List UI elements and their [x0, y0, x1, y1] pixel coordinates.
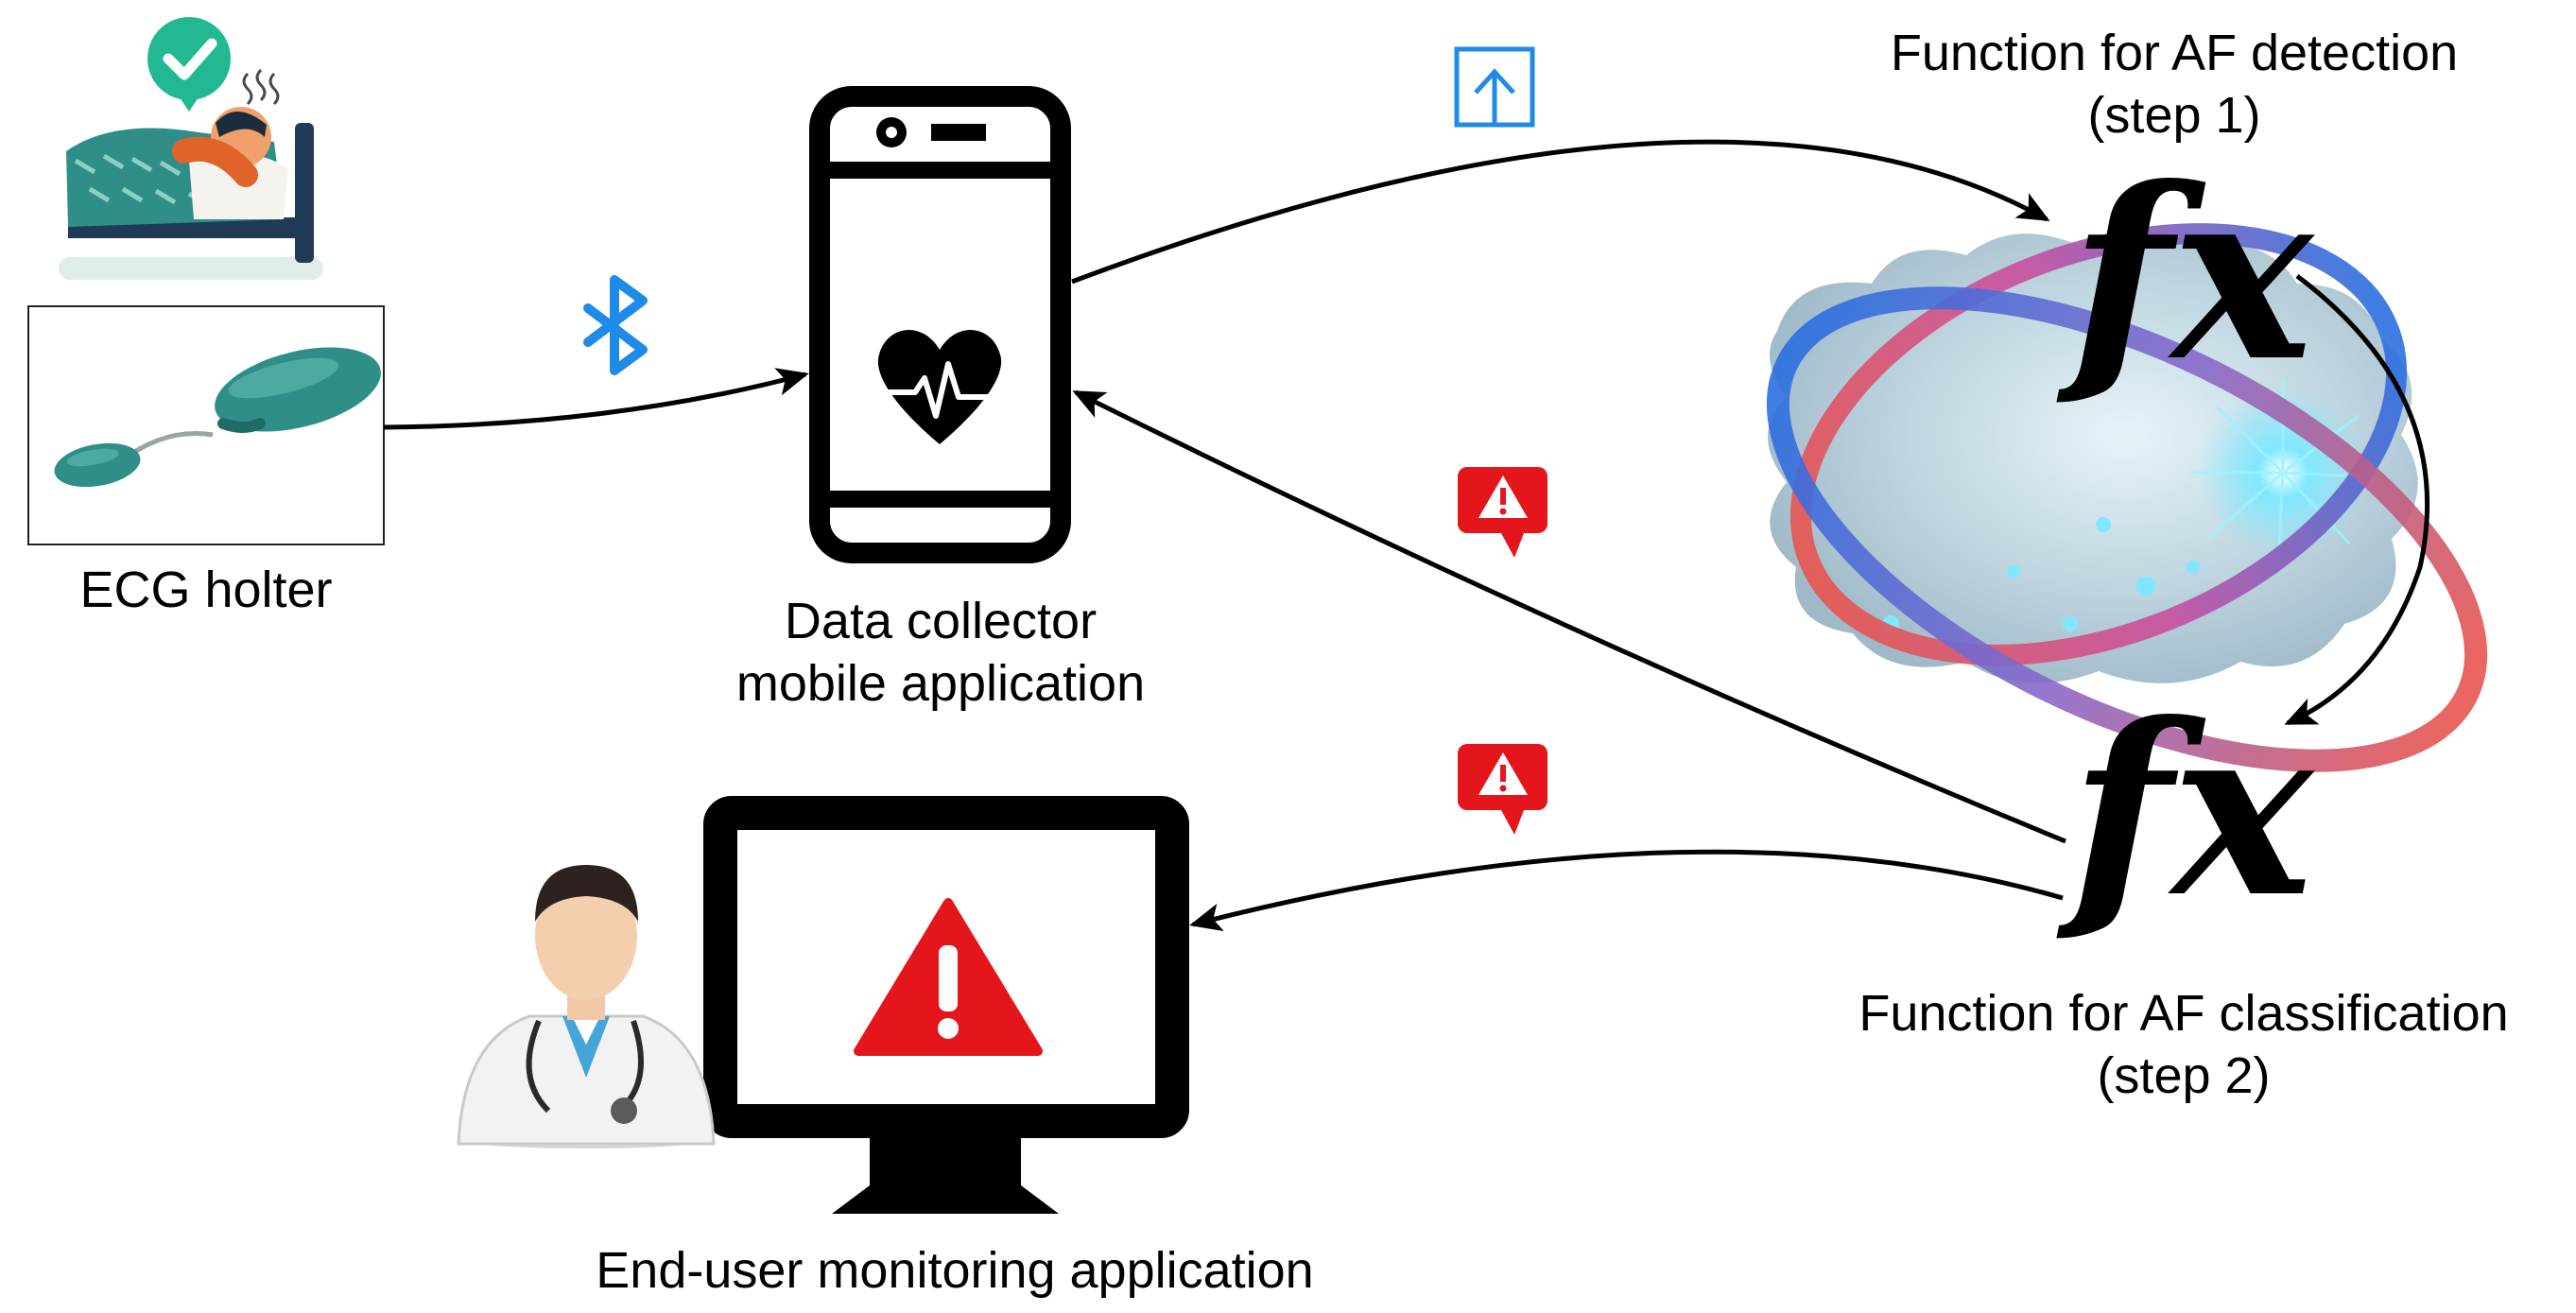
arrow-detection-to-classification: [2284, 274, 2430, 726]
end-user-label-text: End-user monitoring application: [596, 1242, 1314, 1299]
bluetooth-icon: [583, 275, 648, 375]
arrow-phone-to-detection: [1071, 139, 2050, 285]
ecg-holter-label-text: ECG holter: [79, 561, 333, 618]
patient-in-bed-icon: [59, 107, 323, 280]
check-badge-icon: [147, 17, 231, 112]
fx-detection-symbol: fx: [2056, 135, 2316, 413]
orbit-rings: [1766, 223, 2488, 772]
fx-classification-symbol: fx: [2056, 671, 2316, 949]
end-user-label: End-user monitoring application: [510, 1240, 1399, 1303]
af-classification-label-line1: Function for AF classification: [1859, 985, 2509, 1042]
af-detection-label: Function for AF detection (step 1): [1806, 23, 2543, 147]
data-collector-label: Data collector mobile application: [662, 591, 1219, 716]
warning-triangle-icon: [854, 898, 1043, 1056]
arrow-classification-to-phone: [1072, 389, 2066, 844]
af-classification-label: Function for AF classification (step 2): [1796, 983, 2571, 1108]
data-collector-label-line1: Data collector: [784, 593, 1098, 649]
heart-ecg-icon: [877, 330, 1002, 444]
af-classification-label-line2: (step 2): [2097, 1046, 2271, 1104]
af-detection-label-line2: (step 1): [2087, 86, 2261, 144]
doctor-icon: [457, 865, 716, 1149]
ecg-holter-label: ECG holter: [28, 560, 384, 622]
smartphone-icon: [809, 86, 1071, 563]
arrow-classification-to-monitor: [1189, 849, 2064, 932]
data-collector-label-line2: mobile application: [735, 654, 1146, 712]
ecg-holter-device-icon: [27, 305, 385, 545]
monitor-icon: [703, 796, 1189, 1214]
alert-message-icon: [1458, 744, 1547, 835]
alert-message-icon: [1458, 467, 1547, 558]
sleep-steam-icon: [242, 68, 280, 106]
af-detection-label-line1: Function for AF detection: [1890, 25, 2459, 81]
upload-icon: [1454, 46, 1535, 128]
arrow-ecg-to-phone: [383, 368, 809, 430]
